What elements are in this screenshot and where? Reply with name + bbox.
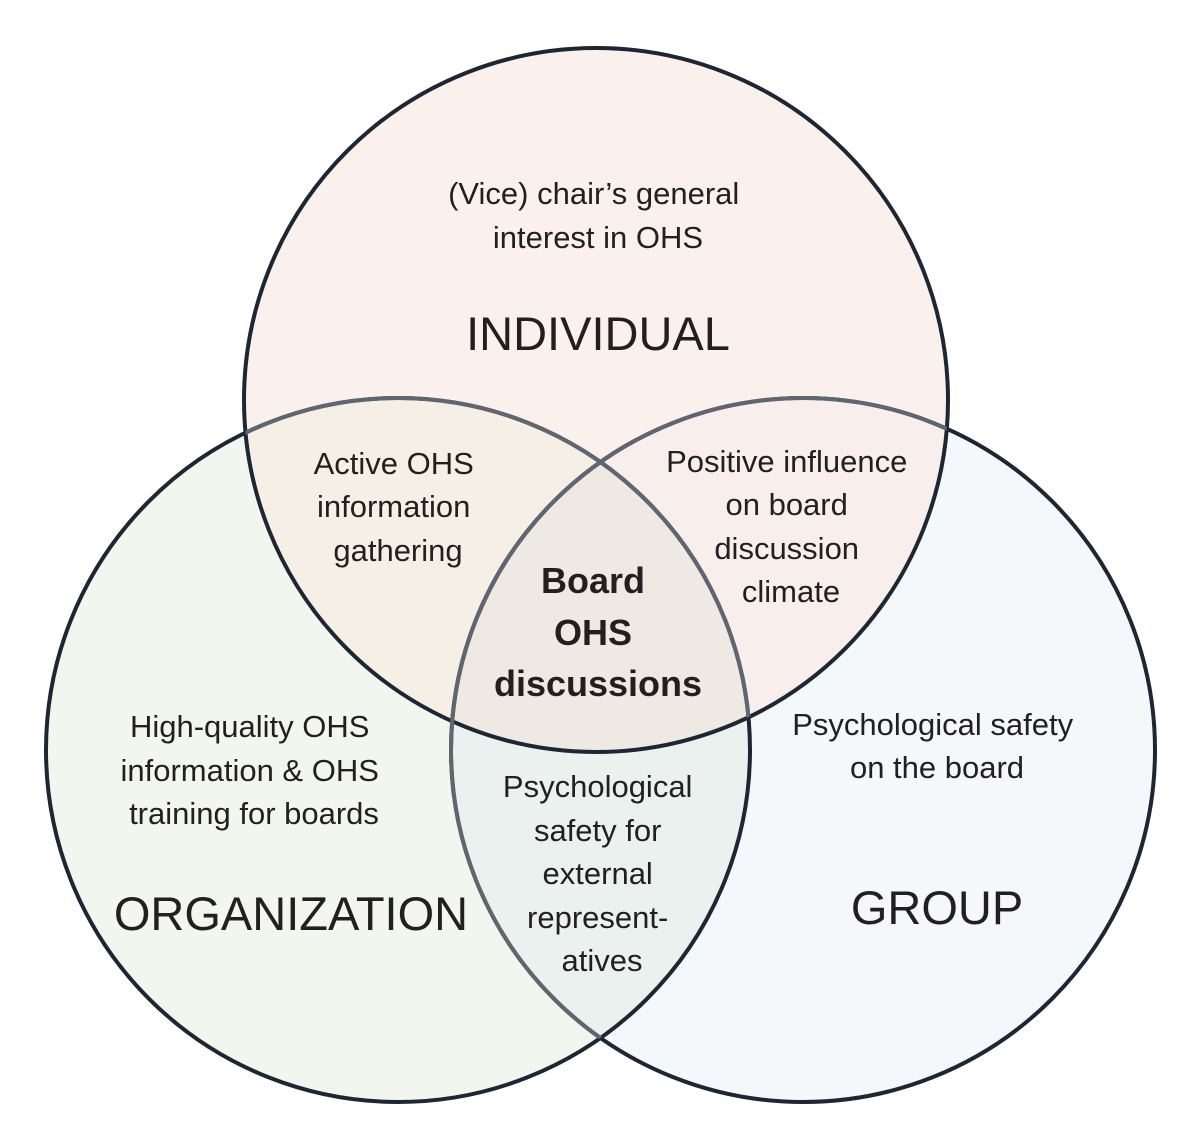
individual-circle-outline [242, 46, 950, 754]
organization-title: ORGANIZATION [114, 887, 468, 940]
organization-group-text: Psychological safety for external repres… [503, 769, 701, 978]
organization-description: High-quality OHS information & OHS train… [120, 709, 387, 831]
individual-organization-text: Active OHS information gathering [314, 446, 483, 568]
individual-description: (Vice) chair’s general interest in OHS [448, 176, 748, 255]
center-overlap [451, 398, 750, 752]
individual-title: INDIVIDUAL [466, 307, 730, 360]
inner-arc-group-lower [449, 398, 750, 1102]
group-title: GROUP [851, 881, 1023, 934]
center-text: Board OHS discussions [494, 560, 702, 704]
group-description: Psychological safety on the board [792, 707, 1082, 785]
individual-group-text: Positive influence on board discussion c… [666, 444, 916, 609]
